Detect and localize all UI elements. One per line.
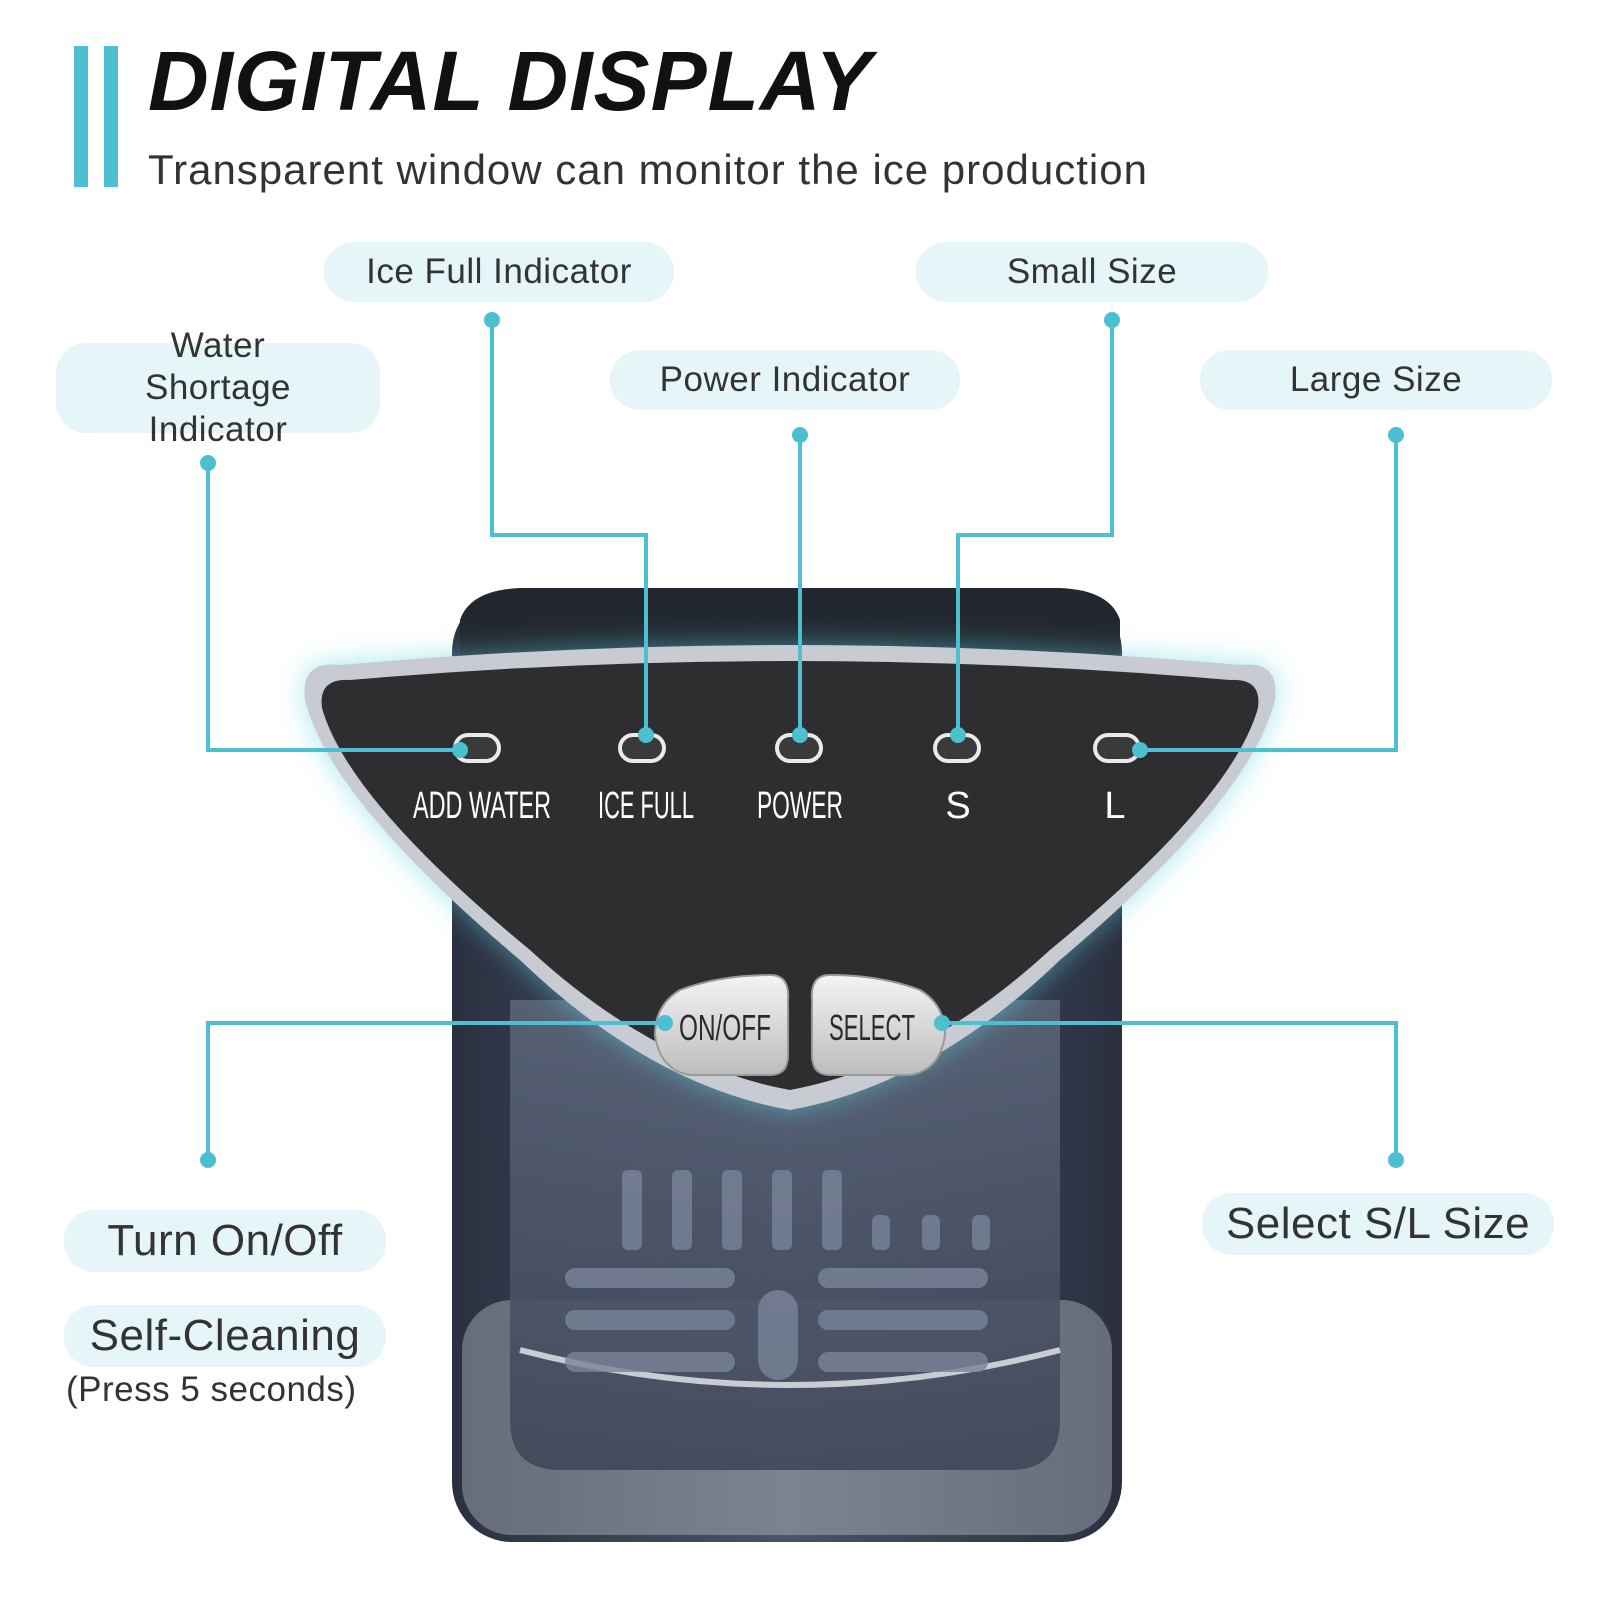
connector-water-shortage (206, 463, 460, 752)
page-title: DIGITAL DISPLAY (148, 34, 873, 128)
title-accent-bar-1 (74, 46, 88, 187)
title-accent-bar-2 (104, 46, 118, 187)
panel-label-power: POWER (757, 785, 843, 827)
connector-small-size (956, 320, 1114, 735)
panel-label-small: S (945, 785, 970, 827)
connector-ice-full (490, 320, 648, 735)
select-button-label: SELECT (829, 1007, 915, 1048)
panel-label-large: L (1104, 785, 1125, 827)
connector-dots (200, 312, 1404, 1168)
callout-power: Power Indicator (610, 350, 960, 410)
callout-turn-on-off: Turn On/Off (64, 1210, 386, 1272)
callout-water-shortage: Water Shortage Indicator (56, 326, 380, 449)
callout-ice-full: Ice Full Indicator (324, 242, 674, 302)
connector-turn-on-off (206, 1021, 665, 1160)
callout-select-size: Select S/L Size (1202, 1193, 1554, 1255)
callout-connectors (206, 320, 1398, 1160)
panel-label-ice-full: ICE FULL (598, 785, 694, 827)
callout-large-size: Large Size (1200, 350, 1552, 410)
on-off-button[interactable]: ON/OFF (653, 973, 790, 1076)
connector-select-size (942, 1021, 1398, 1160)
panel-label-add-water: ADD WATER (413, 785, 551, 827)
ice-basket (565, 1170, 990, 1380)
callout-self-cleaning-note: (Press 5 seconds) (66, 1370, 357, 1409)
select-button[interactable]: SELECT (810, 973, 947, 1076)
callout-small-size: Small Size (916, 242, 1268, 302)
on-off-button-label: ON/OFF (679, 1007, 771, 1048)
control-panel (321, 661, 1259, 1090)
page-subtitle: Transparent window can monitor the ice p… (148, 146, 1148, 193)
connector-large-size (1140, 435, 1398, 752)
callout-self-cleaning: Self-Cleaning (64, 1305, 386, 1367)
